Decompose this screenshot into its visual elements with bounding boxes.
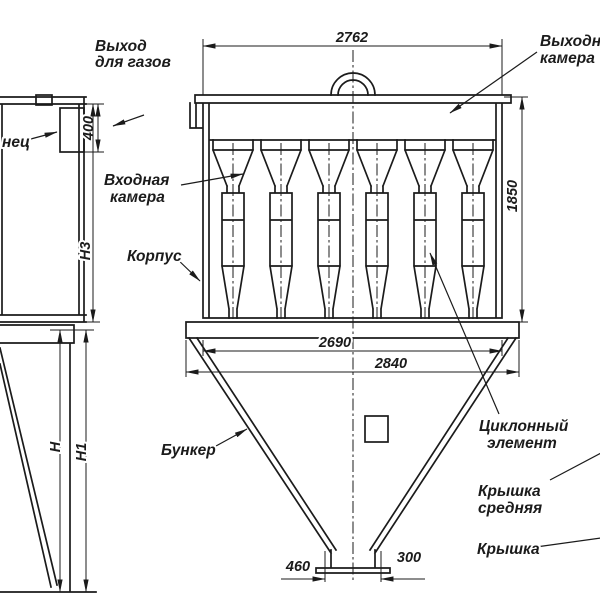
dim-1850: 1850 xyxy=(503,96,528,323)
gas-outlet-label-line2: для газов xyxy=(95,54,171,71)
dim-2840: 2840 xyxy=(185,340,520,377)
inlet-chamber-label-line1: Входная xyxy=(104,172,169,189)
dim-2762-label: 2762 xyxy=(335,30,368,46)
cyclone-element-label-line2: элемент xyxy=(487,435,557,452)
hopper xyxy=(187,336,518,582)
inlet-chamber-label-line2: камера xyxy=(110,189,165,206)
dim-h3-label: H3 xyxy=(78,242,94,261)
front-view xyxy=(185,50,520,582)
cyclone-element-2 xyxy=(260,139,302,322)
leader-bunker xyxy=(215,428,248,447)
cyclone-element-label-line1: Циклонный xyxy=(479,418,569,435)
side-view-housing xyxy=(0,96,97,593)
dim-400-label: 400 xyxy=(81,116,97,141)
side-view-hopper-lines xyxy=(0,346,59,589)
gas-outlet-flange-section xyxy=(59,107,85,153)
cyclone-element-4 xyxy=(356,139,398,322)
leader-cyclone-element xyxy=(429,252,500,415)
flange-label-partial: нец xyxy=(2,134,30,151)
leader-inlet-chamber xyxy=(180,173,244,186)
cyclone-element-1 xyxy=(212,139,254,322)
cyclone-element-5 xyxy=(404,139,446,322)
housing-outline xyxy=(189,94,512,319)
leader-cover xyxy=(535,537,600,548)
hopper-hatch xyxy=(364,415,389,443)
side-view xyxy=(0,94,97,593)
cyclone-element-3 xyxy=(308,139,350,322)
dim-outlet: 460 300 xyxy=(281,548,425,582)
dim-2690: 2690 xyxy=(202,333,503,356)
dim-2840-label: 2840 xyxy=(374,356,407,372)
gas-outlet-label-line1: Выход xyxy=(95,38,147,55)
leader-housing xyxy=(174,256,201,282)
middle-cover-label-line1: Крышка xyxy=(478,483,541,500)
dim-460-label: 460 xyxy=(285,559,310,575)
leader-flange xyxy=(26,131,58,141)
housing-label: Корпус xyxy=(127,248,182,265)
outlet-chamber-label-line2: камера xyxy=(540,50,595,67)
dim-h1-label: H1 xyxy=(74,443,90,462)
dim-h-label: H xyxy=(48,441,64,452)
dim-1850-label: 1850 xyxy=(505,180,521,212)
gas-flow-arrow xyxy=(112,114,145,127)
bunker-label: Бункер xyxy=(161,442,216,459)
leader-outlet-chamber xyxy=(449,51,538,114)
dim-300-label: 300 xyxy=(397,550,421,566)
dim-h1: H1 xyxy=(72,329,92,593)
cyclone-element-6 xyxy=(452,139,494,322)
dim-h3: H3 xyxy=(76,103,100,323)
leader-middle-cover xyxy=(549,452,600,481)
outlet-chamber-label-line1: Выходная xyxy=(540,33,600,50)
middle-cover-label-line2: средняя xyxy=(478,500,542,517)
dim-h: H xyxy=(46,329,94,593)
dim-2690-label: 2690 xyxy=(318,335,351,351)
top-flange-section xyxy=(35,94,53,106)
cover-label: Крышка xyxy=(477,541,540,558)
dim-2762: 2762 xyxy=(202,28,503,95)
